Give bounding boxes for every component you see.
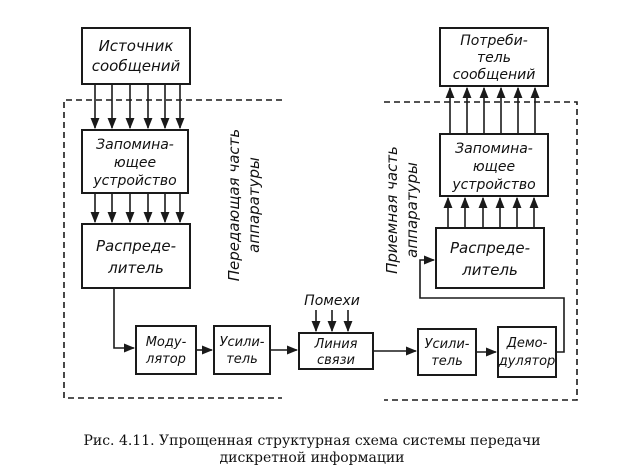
source-label-line1: Источник	[99, 37, 174, 55]
noise-label: Помехи	[304, 293, 360, 309]
receive-region-label-line1: Приемная часть	[383, 146, 401, 274]
tx-amplifier-block: Усили- тель	[213, 325, 271, 375]
receiver-boundary	[384, 101, 578, 401]
rx-distributor-label-line2: литель	[461, 261, 518, 279]
consumer-label-line3: сообщений	[453, 67, 536, 83]
consumer-block: Потреби- тель сообщений	[439, 27, 549, 87]
transmit-region-label-line1: Передающая часть	[225, 129, 243, 281]
distributor-to-modulator-line	[113, 288, 136, 353]
rx-memory-label-line1: Запомина-	[455, 141, 533, 157]
channel-block: Линия связи	[298, 332, 374, 370]
rx-arrows-memory-to-consumer	[445, 86, 540, 134]
receive-region-label-line2: аппаратуры	[403, 162, 421, 258]
tx-memory-label-line2: ющее	[114, 155, 156, 171]
distributor-block: Распреде- литель	[81, 223, 191, 289]
tx-arrows-source-to-memory	[90, 84, 185, 130]
tx-arrows-memory-to-distributor	[90, 193, 185, 224]
transmit-region-label-line2: аппаратуры	[245, 157, 263, 253]
source-label-line2: сообщений	[92, 57, 181, 75]
tx-amplifier-label-line1: Усили-	[220, 335, 265, 350]
channel-label-line2: связи	[317, 353, 355, 368]
tx-memory-block: Запомина- ющее устройство	[81, 129, 189, 194]
figure-caption-line2: дискретной информации	[220, 450, 405, 466]
tx-memory-label-line1: Запомина-	[96, 137, 174, 153]
rx-arrows-distributor-to-memory	[443, 196, 539, 228]
channel-label-line1: Линия	[314, 337, 358, 352]
source-block: Источник сообщений	[81, 27, 191, 85]
modulator-label-line2: лятор	[145, 352, 186, 367]
demodulator-block: Демо- дулятор	[497, 326, 557, 378]
rx-memory-label-line3: устройство	[451, 177, 535, 193]
rx-memory-label-line2: ющее	[473, 159, 515, 175]
consumer-label-line2: тель	[477, 50, 511, 66]
consumer-label-line1: Потреби-	[460, 33, 528, 49]
demodulator-to-distributor-line	[419, 255, 565, 353]
demodulator-label-line1: Демо-	[506, 336, 548, 351]
rx-distributor-block: Распреде- литель	[435, 227, 545, 289]
figure-caption-line1: Рис. 4.11. Упрощенная структурная схема …	[83, 433, 540, 449]
rx-distributor-label-line1: Распреде-	[450, 239, 530, 257]
receive-region-label: Приемная часть аппаратуры	[383, 146, 421, 274]
tx-amplifier-label-line2: тель	[226, 352, 258, 367]
rx-amplifier-label-line1: Усили-	[425, 337, 470, 352]
demodulator-label-line2: дулятор	[498, 354, 556, 369]
noise-arrows	[311, 310, 353, 333]
distributor-label-line1: Распреде-	[96, 237, 176, 255]
modulator-label-line1: Моду-	[146, 335, 187, 350]
distributor-label-line2: литель	[107, 259, 164, 277]
modulator-block: Моду- лятор	[135, 325, 197, 375]
rx-amplifier-label-line2: тель	[431, 354, 463, 369]
rx-memory-block: Запомина- ющее устройство	[439, 133, 549, 197]
tx-memory-label-line3: устройство	[92, 173, 176, 189]
rx-amplifier-block: Усили- тель	[417, 328, 477, 376]
transmit-region-label: Передающая часть аппаратуры	[225, 129, 263, 281]
transmitter-boundary	[63, 99, 282, 399]
